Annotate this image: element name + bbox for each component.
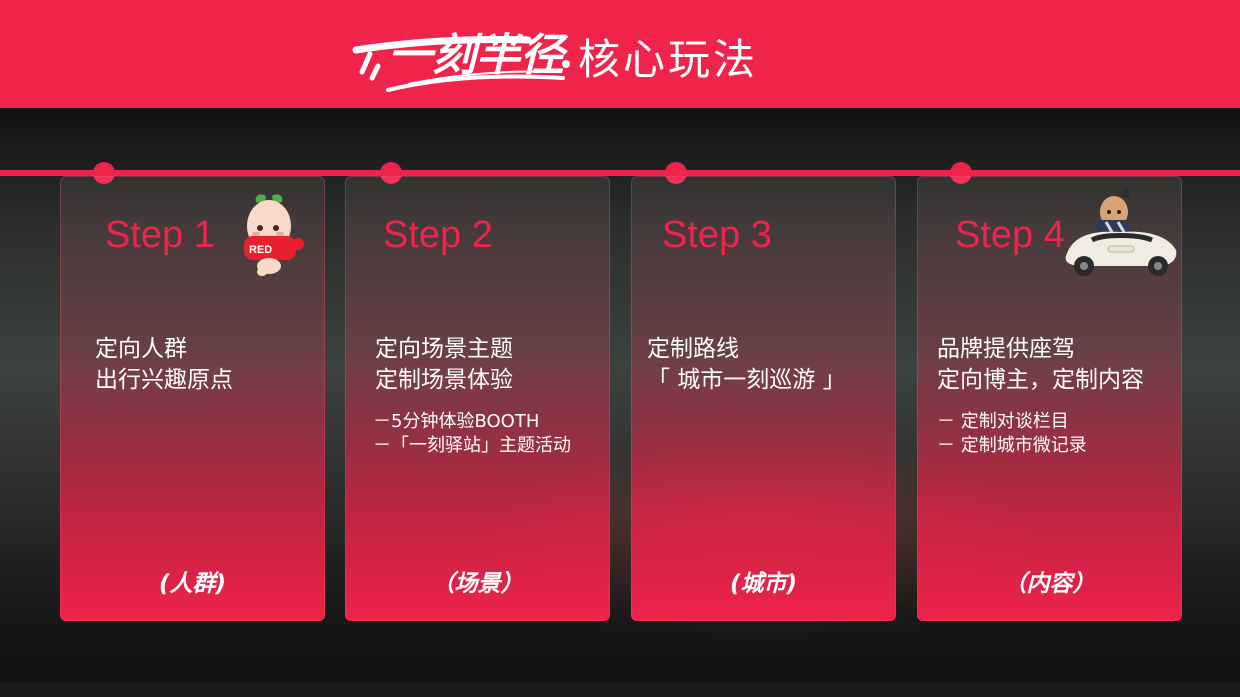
step-tag: （内容） (1003, 571, 1096, 597)
mascot-race-car-icon (1065, 188, 1177, 276)
step-card-3: Step 3 定制路线 「 城市一刻巡游 」 (城市) (631, 176, 896, 621)
page-title: 核心玩法 (578, 35, 759, 84)
timeline-line (0, 170, 1240, 176)
header-bar: 一刻半径 核心玩法 (0, 0, 1240, 108)
step-label: Step 1 (105, 214, 215, 256)
step-bullets: － 定制对谈栏目 － 定制城市微记录 (937, 410, 1087, 458)
step-title-line: 定向人群 (95, 336, 187, 362)
mascot-badge-text: RED (249, 244, 272, 256)
step-title-line: 定制场景体验 (375, 367, 513, 393)
step-title-line: 品牌提供座驾 (937, 336, 1075, 362)
step-title-line: 定向场景主题 (375, 336, 513, 362)
step-card-2: Step 2 定向场景主题 定制场景体验 －5分钟体验BOOTH －「一刻驿站」… (345, 176, 610, 621)
step-title-line: 定向博主，定制内容 (937, 367, 1144, 393)
step-title: 定制路线 「 城市一刻巡游 」 (647, 334, 846, 396)
mascot-red-shirt-icon: RED (244, 194, 304, 276)
step-title: 定向场景主题 定制场景体验 (375, 334, 513, 396)
bullet-item: －5分钟体验BOOTH (373, 411, 540, 432)
bullet-item: － 定制城市微记录 (937, 435, 1087, 456)
step-tag: (人群) (158, 571, 227, 597)
step-title-line: 定制路线 (647, 336, 739, 362)
step-bullets: －5分钟体验BOOTH －「一刻驿站」主题活动 (373, 410, 571, 458)
bullet-item: －「一刻驿站」主题活动 (373, 435, 571, 456)
logo-text: 一刻半径 (388, 30, 569, 81)
step-title: 定向人群 出行兴趣原点 (95, 334, 233, 396)
step-tag: （场景） (431, 571, 524, 597)
bullet-item: － 定制对谈栏目 (937, 411, 1069, 432)
step-title-line: 出行兴趣原点 (95, 367, 233, 393)
step-title: 品牌提供座驾 定向博主，定制内容 (937, 334, 1144, 396)
logo-icon: 一刻半径 (352, 30, 570, 92)
step-label: Step 2 (383, 214, 493, 256)
step-label: Step 4 (955, 214, 1065, 256)
step-tag: (城市) (729, 571, 798, 597)
step-title-line: 「 城市一刻巡游 」 (647, 367, 846, 393)
step-label: Step 3 (662, 214, 772, 256)
step-card-1: Step 1 定向人群 出行兴趣原点 (人群) (60, 176, 325, 621)
